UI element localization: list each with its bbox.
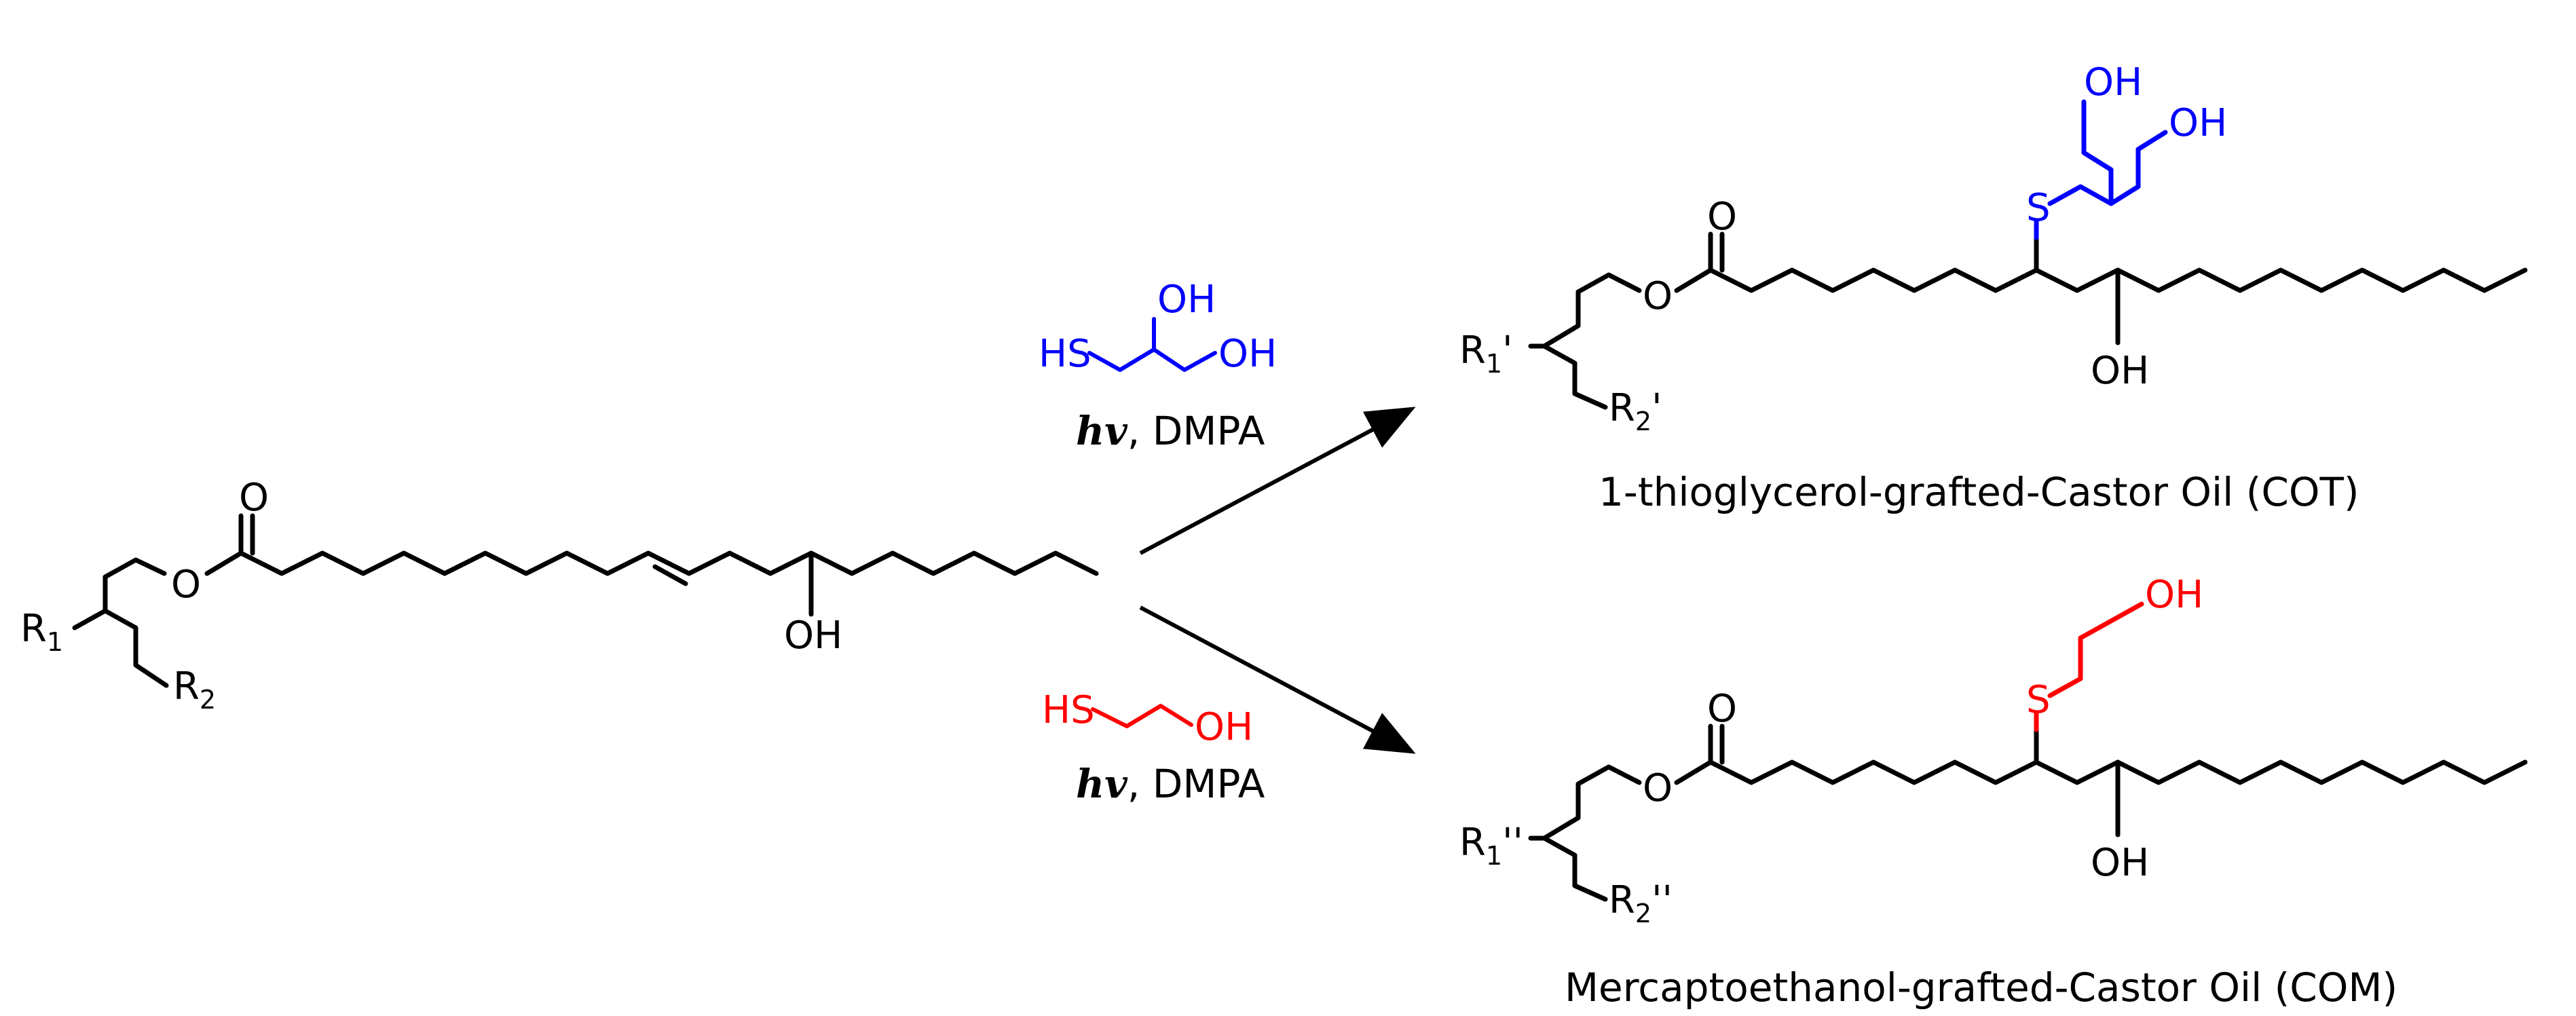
cot-ester-o: O [1643, 274, 1673, 318]
product-top-graft [2034, 99, 2168, 240]
arrow-to-cot [1139, 407, 1416, 555]
arrow-to-com [1139, 605, 1416, 754]
starting-material [72, 513, 1099, 688]
condition-bottom: hv, DMPA [1076, 761, 1265, 807]
cot-graft-oh-upper: OH [2084, 60, 2142, 105]
sm-alkene-bond [652, 564, 688, 586]
product-bottom-graft [2034, 601, 2144, 732]
com-r1: R1'' [1459, 821, 1523, 871]
starting-material-labels: O O OH R1 R2 [20, 476, 842, 715]
sm-glycerol-backbone [72, 608, 169, 688]
product-bottom-labels: O O OH R1'' R2'' S OH [1459, 573, 2203, 928]
sm-ester-o: O [171, 563, 201, 607]
condition-top: hv, DMPA [1076, 408, 1265, 454]
thioglycerol-oh-upper: OH [1157, 278, 1216, 322]
sm-fatty-chain [238, 550, 1099, 576]
com-hydroxyl: OH [2091, 841, 2149, 885]
cot-sulfur: S [2026, 186, 2051, 230]
mercaptoethanol-oh: OH [1195, 705, 1253, 749]
thioglycerol-oh-right: OH [1218, 332, 1277, 376]
com-graft-oh: OH [2145, 573, 2203, 617]
com-ester-o: O [1643, 766, 1673, 810]
product-bottom-structure [1528, 723, 2528, 902]
reagent-bottom-labels: HS OH [1042, 688, 1253, 749]
cot-r2: R2' [1609, 386, 1662, 436]
cot-graft-oh-side: OH [2169, 101, 2227, 145]
cot-hydroxyl: OH [2091, 349, 2149, 393]
thioglycerol-thiol: HS [1039, 332, 1091, 376]
com-caption: Mercaptoethanol-grafted-Castor Oil (COM) [1565, 964, 2397, 1011]
sm-r2: R2 [173, 664, 216, 715]
sm-ester-bond [204, 550, 244, 576]
cot-r1: R1' [1459, 328, 1513, 379]
sm-glycerol-upper [102, 557, 167, 614]
product-top-labels: O O OH R1' R2' S OH OH [1459, 60, 2227, 436]
com-r2: R2'' [1609, 878, 1673, 928]
cot-caption: 1-thioglycerol-grafted-Castor Oil (COT) [1599, 469, 2359, 515]
sm-r1: R1 [20, 607, 63, 657]
cot-carbonyl-o: O [1707, 195, 1737, 239]
reagent-bottom-structure [1091, 704, 1193, 728]
mercaptoethanol-thiol: HS [1042, 688, 1095, 732]
sm-hydroxyl: OH [784, 614, 842, 658]
com-carbonyl-o: O [1707, 687, 1737, 731]
com-sulfur: S [2026, 678, 2051, 722]
reagent-top-structure [1087, 317, 1217, 372]
sm-carbonyl-o: O [239, 476, 269, 520]
product-top-structure [1528, 231, 2528, 410]
reagent-top-labels: HS OH OH [1039, 278, 1277, 376]
